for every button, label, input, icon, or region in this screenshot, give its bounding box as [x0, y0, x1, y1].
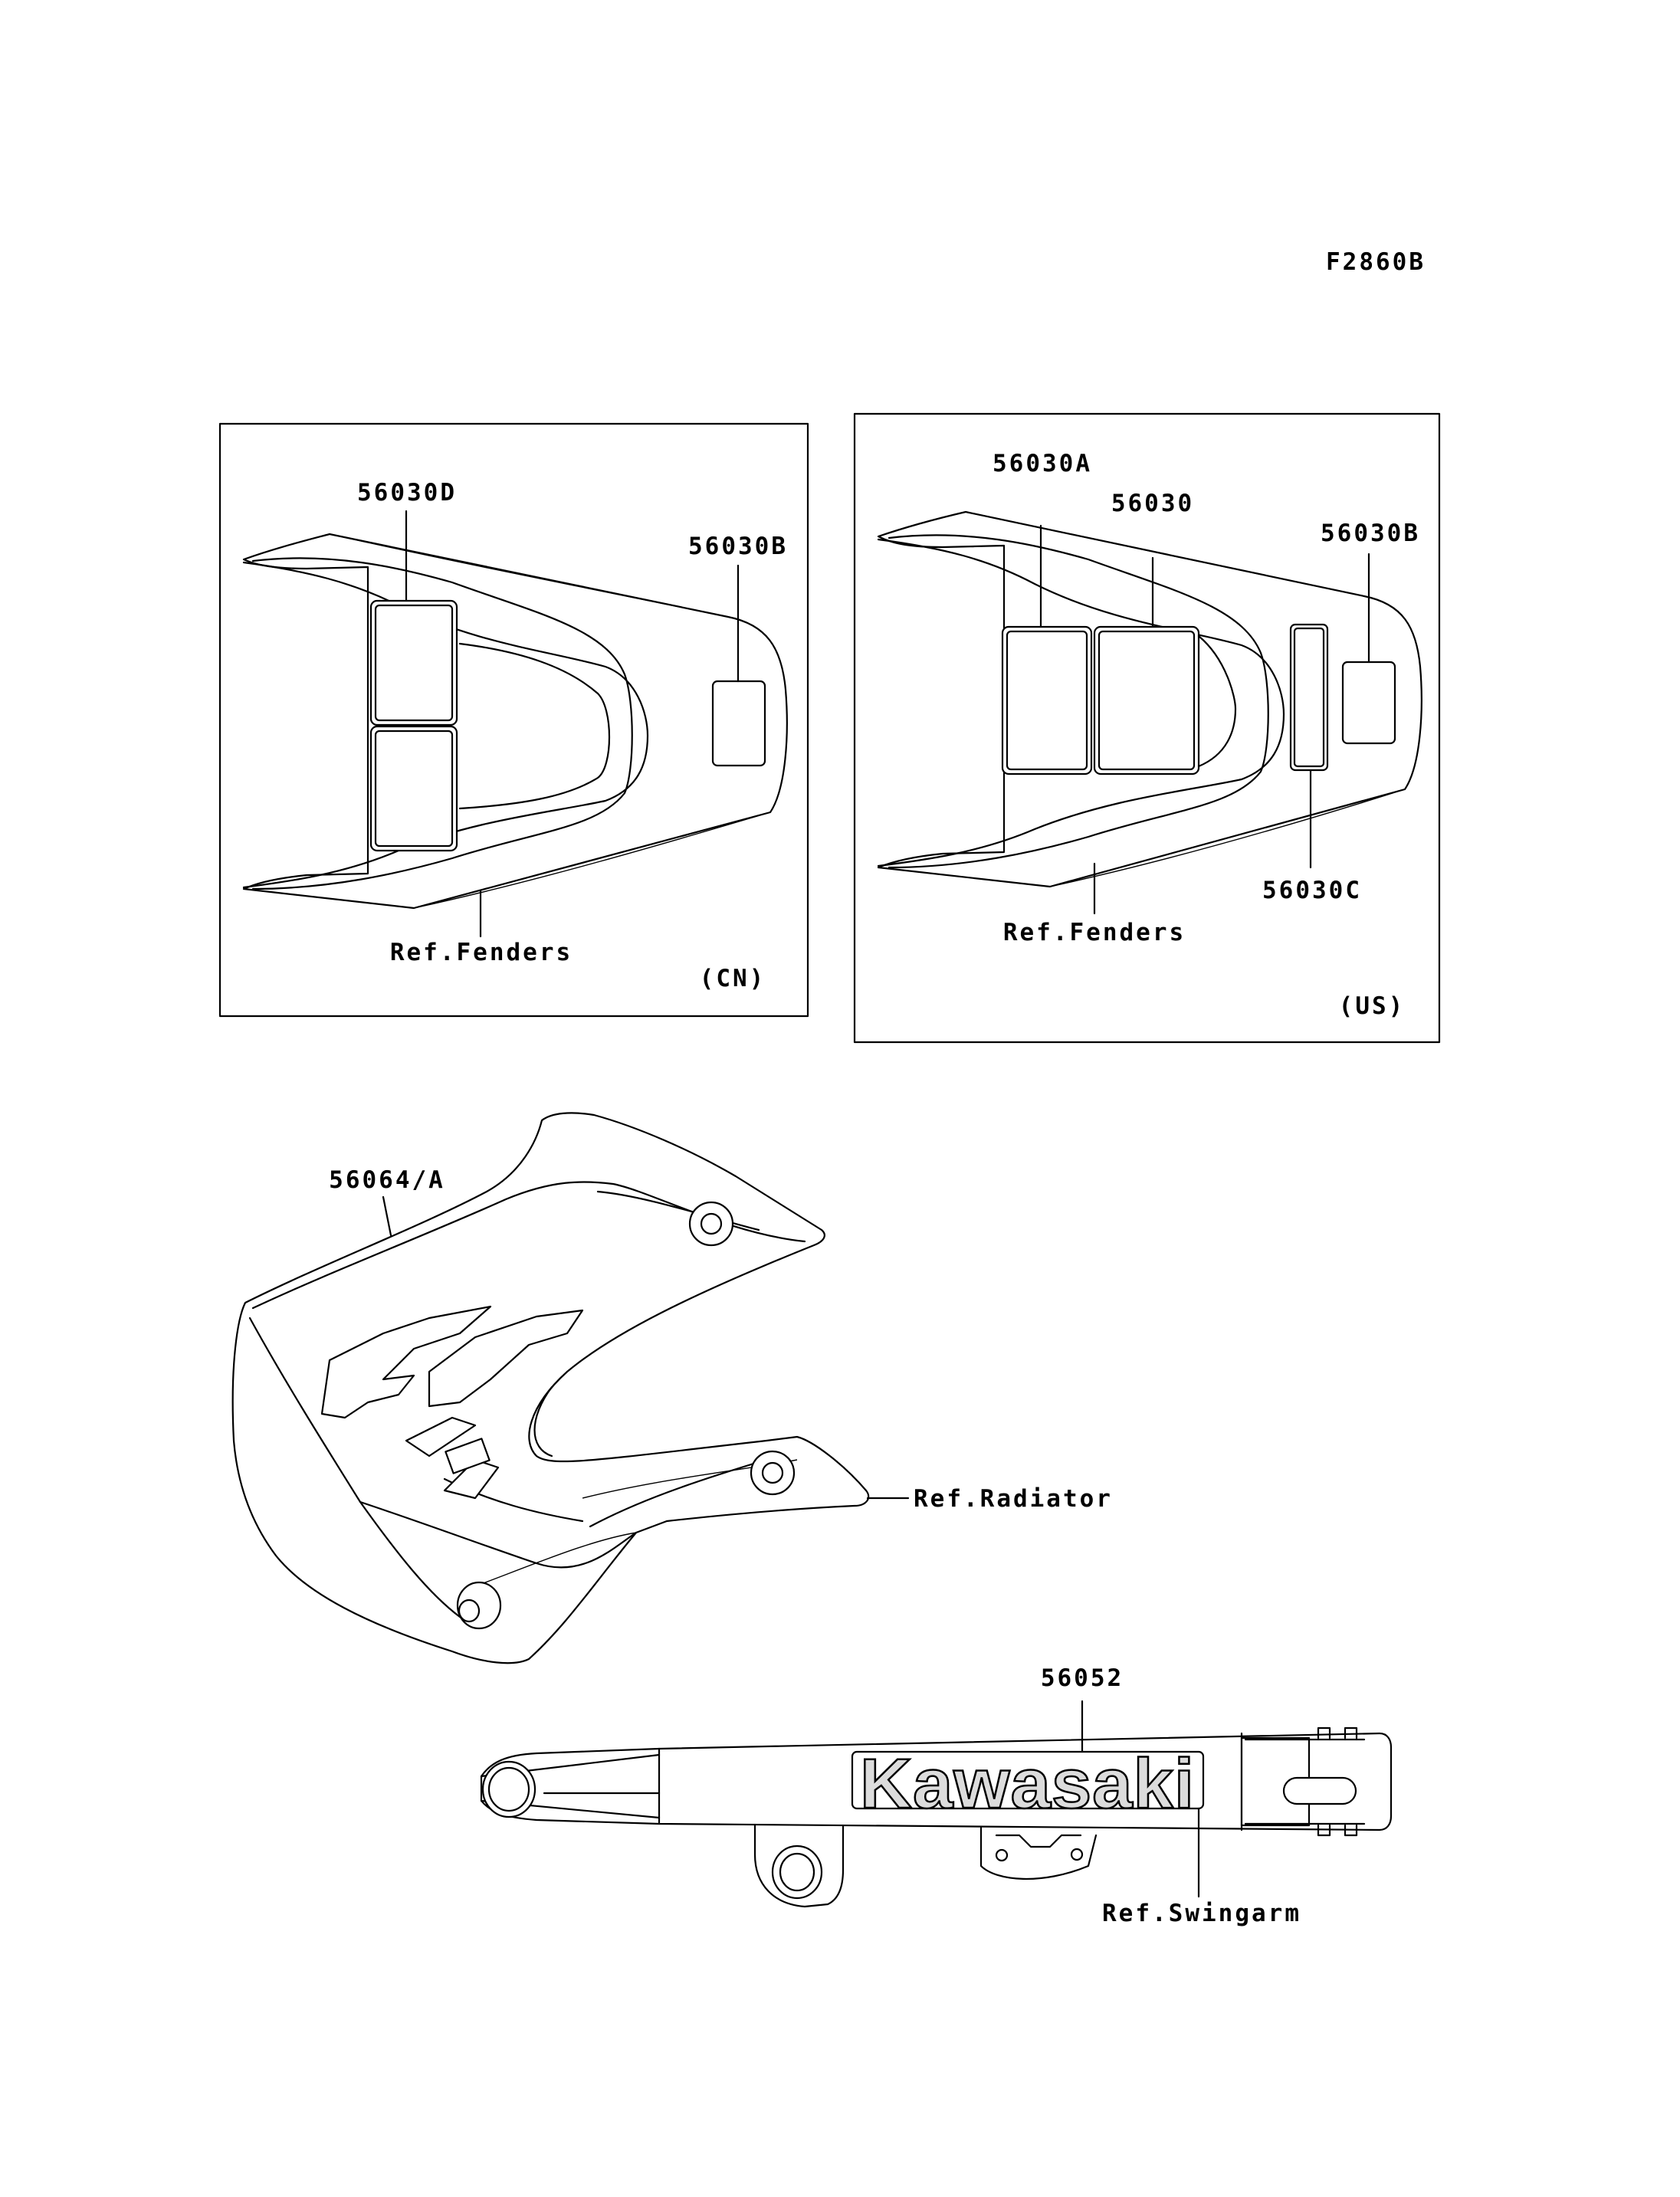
- label-ref-fenders-us: Ref.Fenders: [1003, 919, 1186, 946]
- decal-56030A: [1001, 625, 1093, 776]
- kawasaki-logo: Kawasaki: [860, 1745, 1195, 1823]
- region-us: (US): [1339, 992, 1406, 1020]
- decal-56030D-upper: [369, 599, 458, 726]
- panel-cn-frame: [218, 422, 809, 1018]
- label-56030B-us: 56030B: [1321, 520, 1420, 547]
- decal-56030B-cn: [711, 680, 766, 767]
- swingarm: Kawasaki 56052 Ref.Swingarm: [480, 1664, 1393, 1927]
- decal-56052: [851, 1750, 1205, 1810]
- axle-slot: [1282, 1776, 1357, 1805]
- decal-56030B-us: [1341, 661, 1396, 745]
- axle-block: [1240, 1736, 1311, 1827]
- label-ref-swingarm: Ref.Swingarm: [1102, 1900, 1301, 1927]
- cc-badge: [445, 1438, 491, 1474]
- label-56064A: 56064/A: [329, 1166, 445, 1194]
- decal-56030C: [1289, 623, 1329, 772]
- label-56030C: 56030C: [1262, 877, 1362, 904]
- label-56030: 56030: [1111, 490, 1194, 517]
- decal-56030: [1093, 625, 1200, 776]
- label-ref-fenders-cn: Ref.Fenders: [390, 939, 573, 966]
- mount-boss-right: [750, 1450, 796, 1496]
- panel-us: 56030A 56030 56030B 56030C Ref.Fenders (…: [853, 412, 1441, 1044]
- panel-us-frame: [853, 412, 1441, 1044]
- pivot-bushing: [481, 1760, 536, 1818]
- label-56052: 56052: [1041, 1664, 1124, 1692]
- mount-boss-bottom: [456, 1581, 502, 1630]
- fender-us: [877, 510, 1422, 888]
- label-56030D: 56030D: [357, 479, 457, 507]
- mount-boss-top: [688, 1201, 734, 1247]
- label-56030B-cn: 56030B: [688, 533, 788, 560]
- decal-56030D-lower: [369, 725, 458, 852]
- kx-logo-k: [320, 1305, 492, 1419]
- region-cn: (CN): [700, 965, 766, 992]
- fender-cn: [242, 533, 788, 910]
- figure-code: F2860B: [1326, 248, 1426, 276]
- label-ref-radiator: Ref.Radiator: [914, 1485, 1113, 1513]
- kx-logo-x: [428, 1309, 584, 1408]
- radiator-shroud: 56064/A Ref.Radiator: [231, 1112, 1113, 1664]
- label-56030A: 56030A: [993, 450, 1092, 477]
- panel-cn: 56030D 56030B Ref.Fenders (CN): [218, 422, 809, 1018]
